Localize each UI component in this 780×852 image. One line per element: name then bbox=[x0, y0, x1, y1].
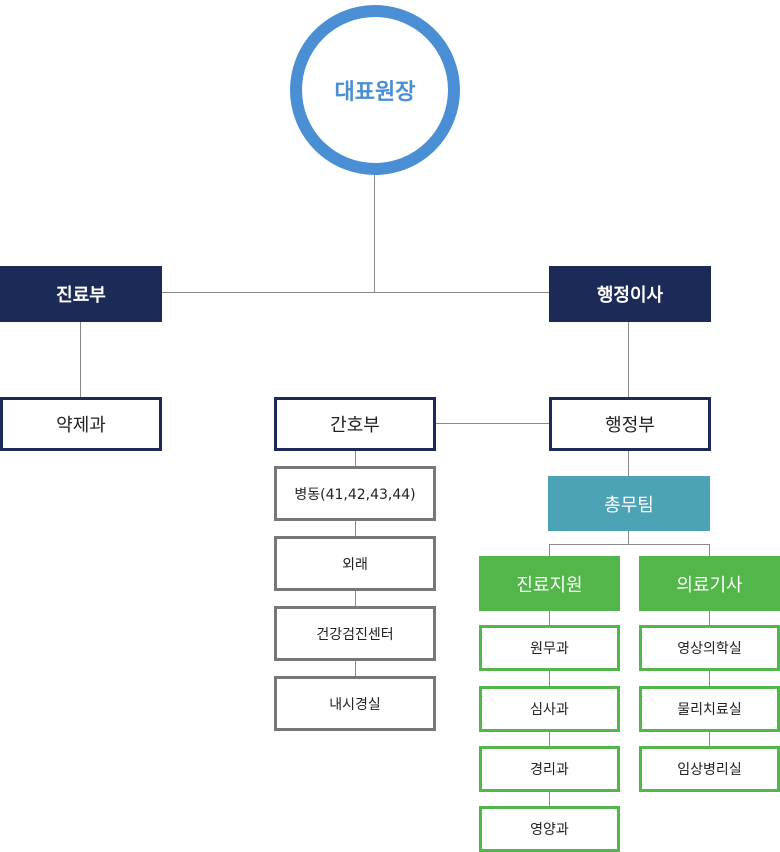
connector-medical-down bbox=[80, 321, 81, 398]
nursing-node: 간호부 bbox=[274, 397, 436, 451]
general-affairs-team-label: 총무팀 bbox=[604, 494, 654, 516]
support-unit-label: 원무과 bbox=[530, 641, 569, 657]
tech-unit-label: 영상의학실 bbox=[677, 641, 742, 657]
support-unit-label: 심사과 bbox=[530, 702, 569, 718]
nursing-unit-label: 내시경실 bbox=[329, 696, 381, 713]
tech-unit-radiology: 영상의학실 bbox=[639, 625, 780, 671]
connector-ceo-down bbox=[374, 175, 375, 293]
medical-support-node: 진료지원 bbox=[479, 556, 620, 611]
nursing-unit-label: 외래 bbox=[342, 556, 368, 573]
ceo-label: 대표원장 bbox=[334, 80, 416, 105]
medical-division-label: 진료부 bbox=[56, 285, 106, 306]
connector-technical-down bbox=[709, 610, 710, 750]
nursing-unit-ward: 병동(41,42,43,44) bbox=[274, 466, 436, 521]
nursing-label: 간호부 bbox=[330, 415, 380, 436]
nursing-unit-label: 건강검진센터 bbox=[316, 626, 394, 643]
medical-support-label: 진료지원 bbox=[516, 574, 583, 596]
connector-admin-to-team bbox=[628, 450, 629, 476]
support-unit-label: 경리과 bbox=[530, 762, 569, 778]
tech-unit-label: 임상병리실 bbox=[677, 762, 742, 778]
tech-unit-label: 물리치료실 bbox=[677, 702, 742, 718]
medical-technician-node: 의료기사 bbox=[639, 556, 780, 611]
pharmacy-label: 약제과 bbox=[56, 415, 106, 436]
support-unit-admissions: 원무과 bbox=[479, 625, 620, 671]
medical-division-node: 진료부 bbox=[0, 266, 162, 322]
medical-technician-label: 의료기사 bbox=[676, 574, 743, 596]
support-unit-review: 심사과 bbox=[479, 686, 620, 732]
tech-unit-physical-therapy: 물리치료실 bbox=[639, 686, 780, 732]
nursing-unit-outpatient: 외래 bbox=[274, 536, 436, 591]
administration-label: 행정부 bbox=[605, 415, 655, 436]
nursing-unit-endoscopy: 내시경실 bbox=[274, 676, 436, 731]
administration-node: 행정부 bbox=[549, 397, 711, 451]
connector-support-branch bbox=[549, 544, 550, 556]
connector-nursing-admin bbox=[435, 423, 549, 424]
general-affairs-team-node: 총무팀 bbox=[548, 476, 710, 531]
nursing-unit-label: 병동(41,42,43,44) bbox=[294, 486, 416, 503]
connector-admin-director-down bbox=[628, 321, 629, 398]
connector-team-split bbox=[549, 544, 710, 545]
admin-director-label: 행정이사 bbox=[596, 285, 664, 306]
connector-top-horizontal bbox=[160, 292, 550, 293]
connector-team-down bbox=[628, 531, 629, 544]
support-unit-label: 영양과 bbox=[530, 822, 569, 838]
support-unit-nutrition: 영양과 bbox=[479, 806, 620, 852]
support-unit-accounting: 경리과 bbox=[479, 746, 620, 792]
connector-technical-branch bbox=[709, 544, 710, 556]
ceo-node: 대표원장 bbox=[290, 5, 460, 175]
admin-director-node: 행정이사 bbox=[549, 266, 711, 322]
tech-unit-clinical-pathology: 임상병리실 bbox=[639, 746, 780, 792]
nursing-unit-checkup-center: 건강검진센터 bbox=[274, 606, 436, 661]
pharmacy-node: 약제과 bbox=[0, 397, 162, 451]
